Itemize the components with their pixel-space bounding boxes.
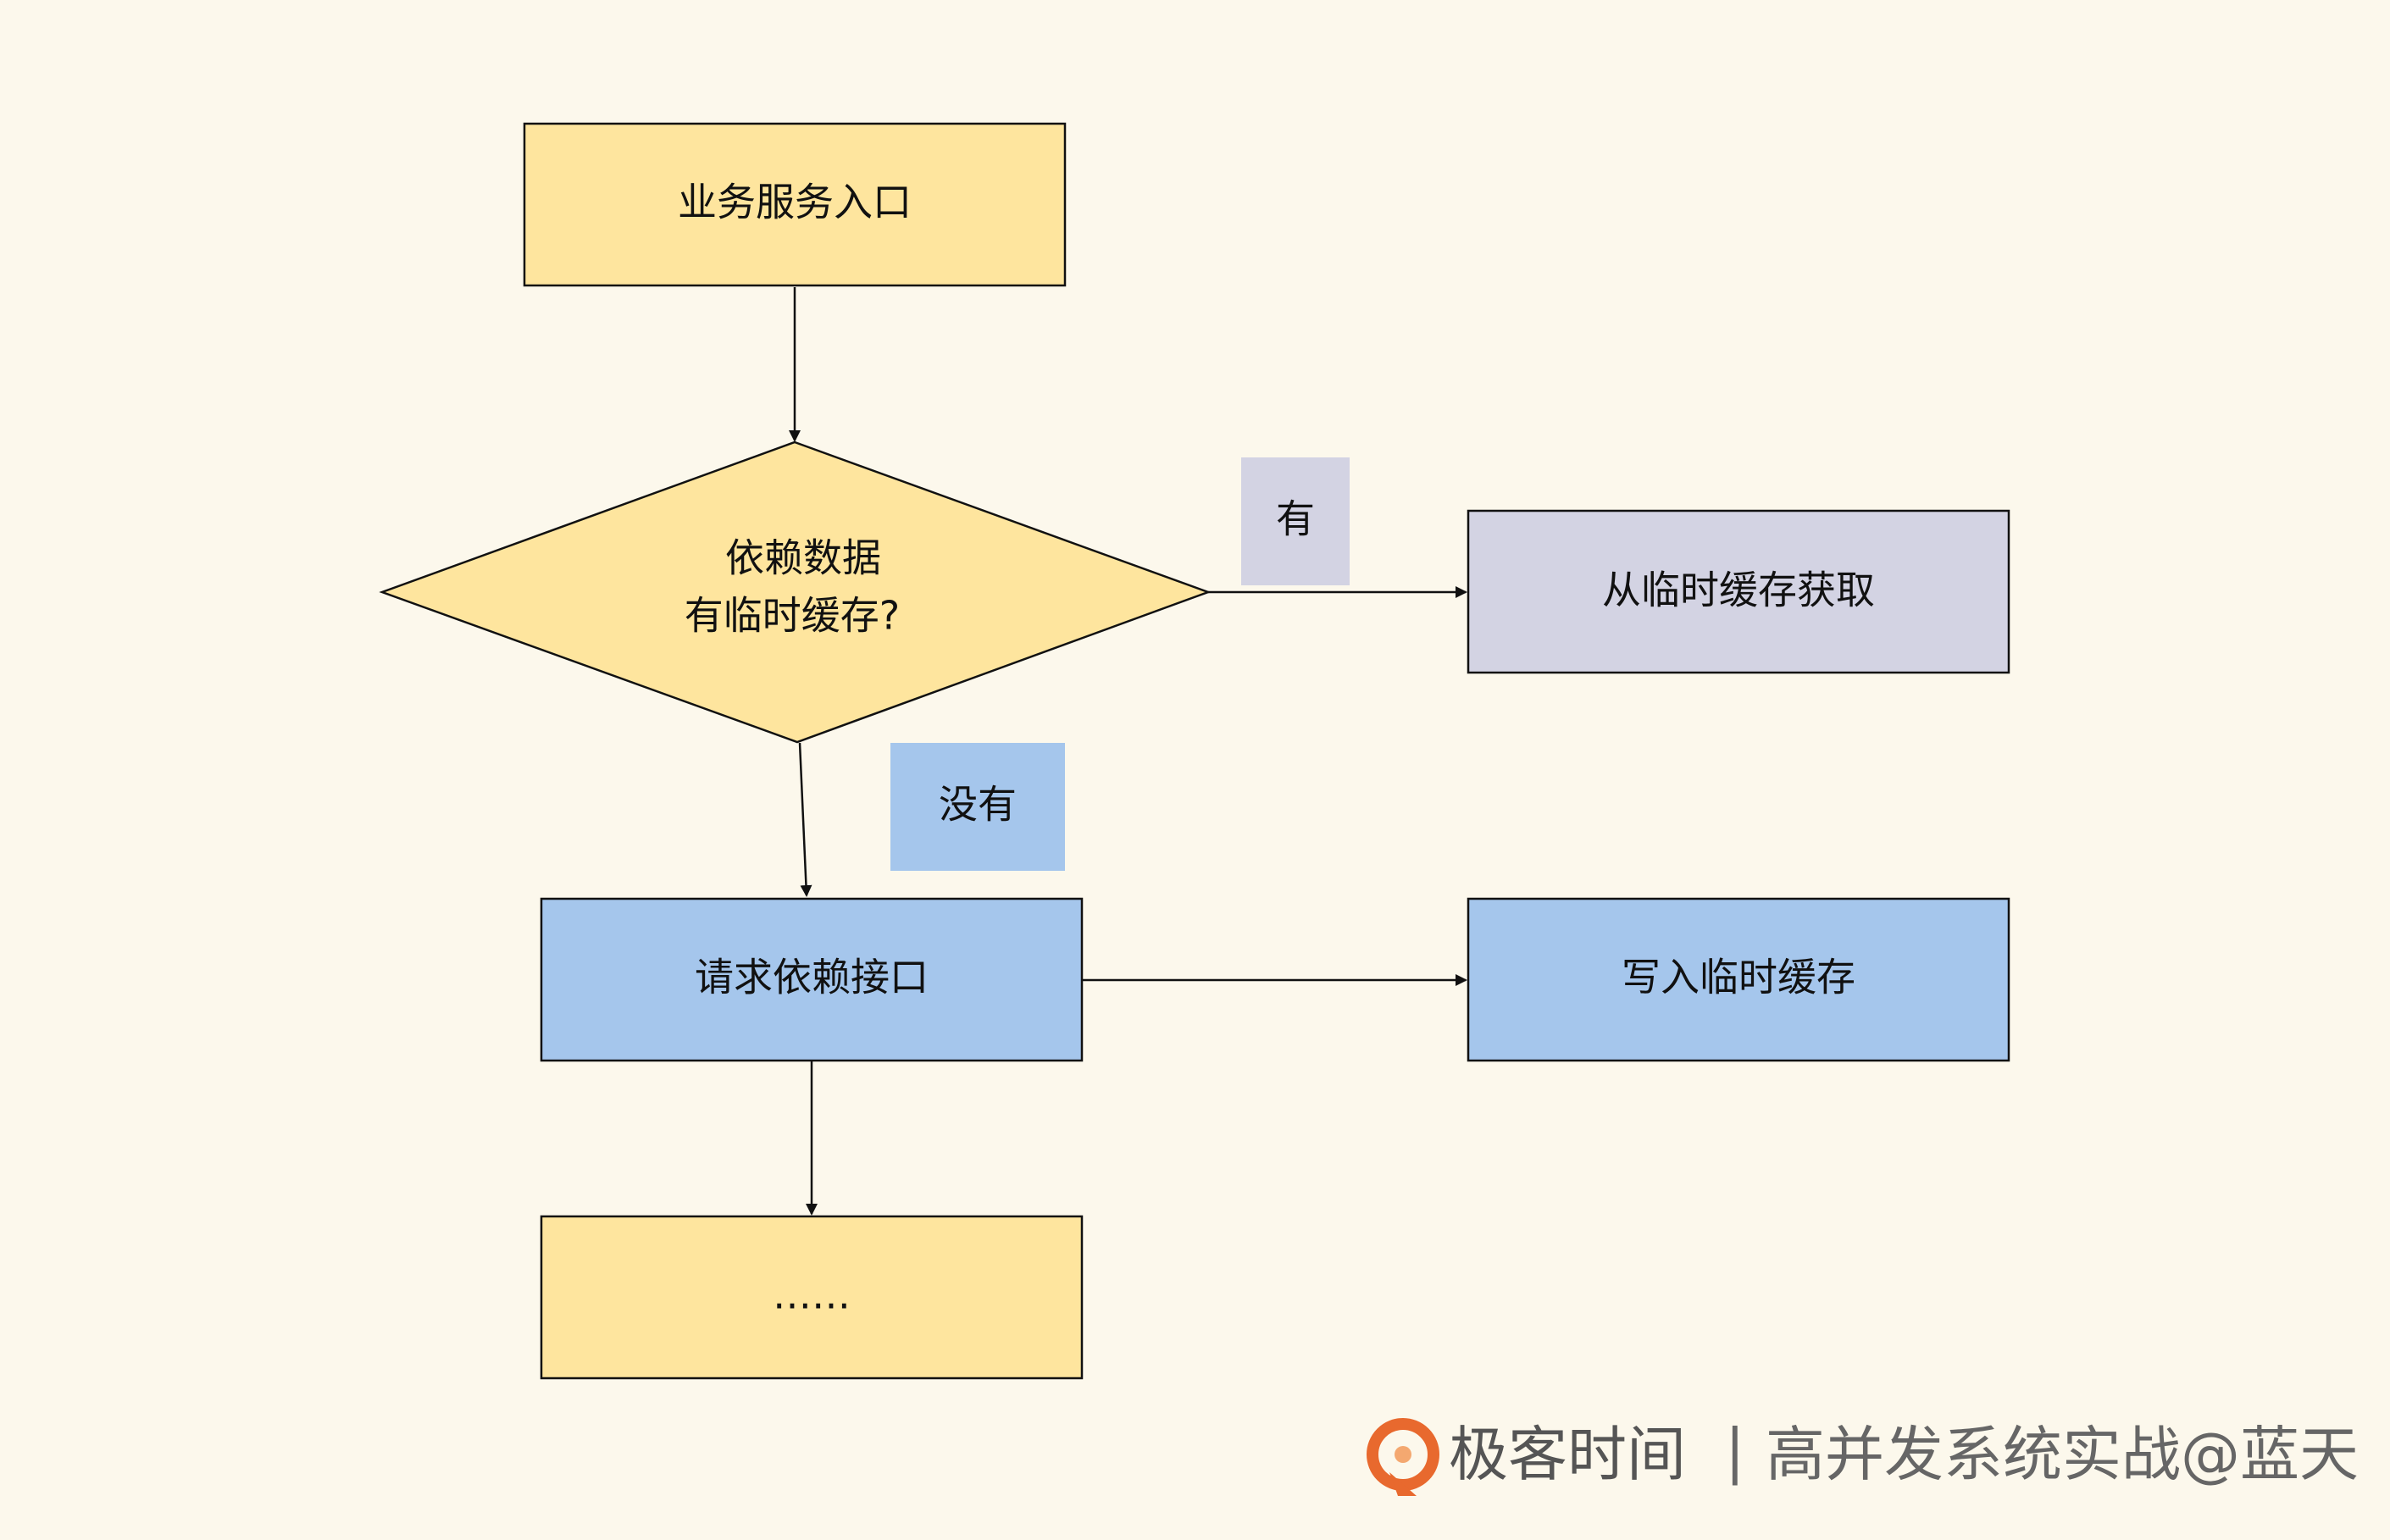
node-request-label: 请求依赖接口	[695, 955, 929, 1000]
node-get-cache-label: 从临时缓存获取	[1602, 568, 1875, 613]
brand-logo-icon	[1367, 1418, 1439, 1496]
node-get-cache	[1467, 509, 2010, 674]
node-entry-label: 业务服务入口	[678, 180, 912, 225]
node-decision-line2: 有临时缓存?	[685, 593, 900, 639]
node-write-cache	[1467, 897, 2010, 1062]
node-entry	[523, 122, 1067, 287]
node-more-label: ……	[773, 1272, 851, 1318]
edge-label-no: 没有	[939, 782, 1017, 828]
node-more	[540, 1215, 1084, 1380]
edge-label-no-bg	[890, 743, 1065, 871]
node-decision	[379, 440, 1212, 744]
edge-decision-to-request	[798, 742, 812, 897]
node-write-cache-label: 写入临时缓存	[1622, 955, 1855, 1000]
edge-label-yes: 有	[1276, 496, 1315, 542]
edge-label-yes-bg	[1241, 457, 1350, 585]
node-decision-line1: 依赖数据	[725, 535, 881, 581]
brand-course: 高并发系统实战@蓝天	[1766, 1420, 2359, 1489]
brand-separator: |	[1725, 1416, 1745, 1486]
brand-name: 极客时间	[1449, 1420, 1686, 1489]
node-request	[540, 897, 1084, 1062]
